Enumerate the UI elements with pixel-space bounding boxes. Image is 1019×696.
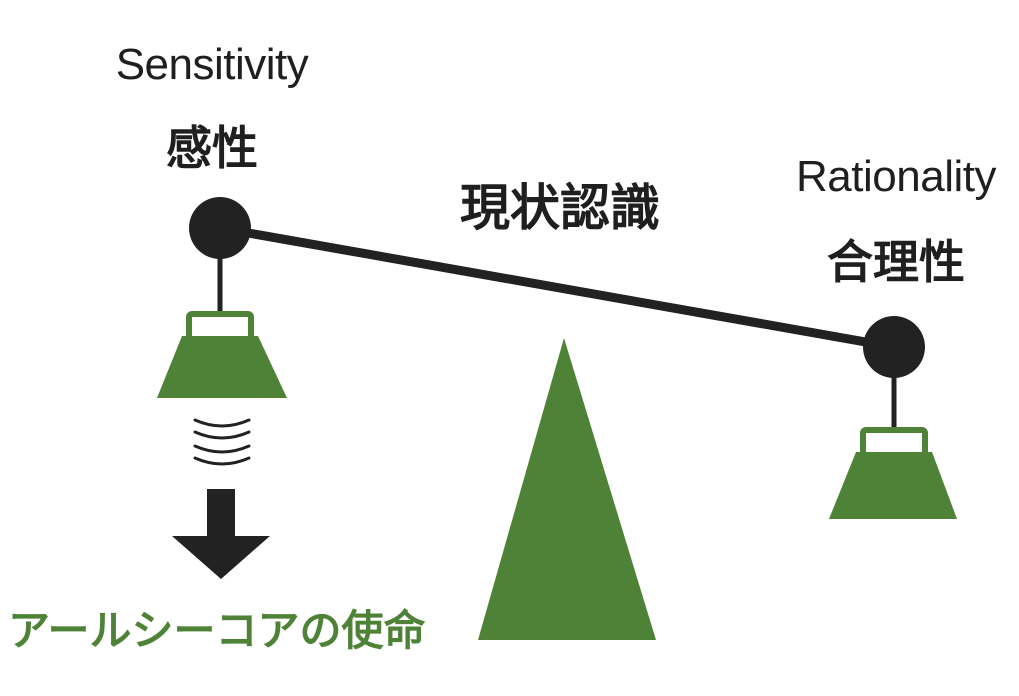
fulcrum-triangle [478, 338, 656, 640]
sensitivity-label-jp: 感性 [166, 121, 258, 175]
down-arrow-icon [172, 489, 270, 579]
rationality-label-jp: 合理性 [827, 235, 965, 289]
sensitivity-label-en: Sensitivity [115, 40, 309, 89]
right-joint [863, 316, 925, 378]
mission-label: アールシーコアの使命 [8, 606, 426, 655]
left-joint [189, 197, 251, 259]
vibration-lines-icon [193, 418, 251, 466]
status-awareness-label: 現状認識 [460, 179, 660, 237]
balance-beam [215, 223, 899, 352]
right-weight-icon [829, 427, 957, 519]
left-weight-icon [157, 311, 287, 398]
rationality-label-en: Rationality [796, 152, 996, 201]
